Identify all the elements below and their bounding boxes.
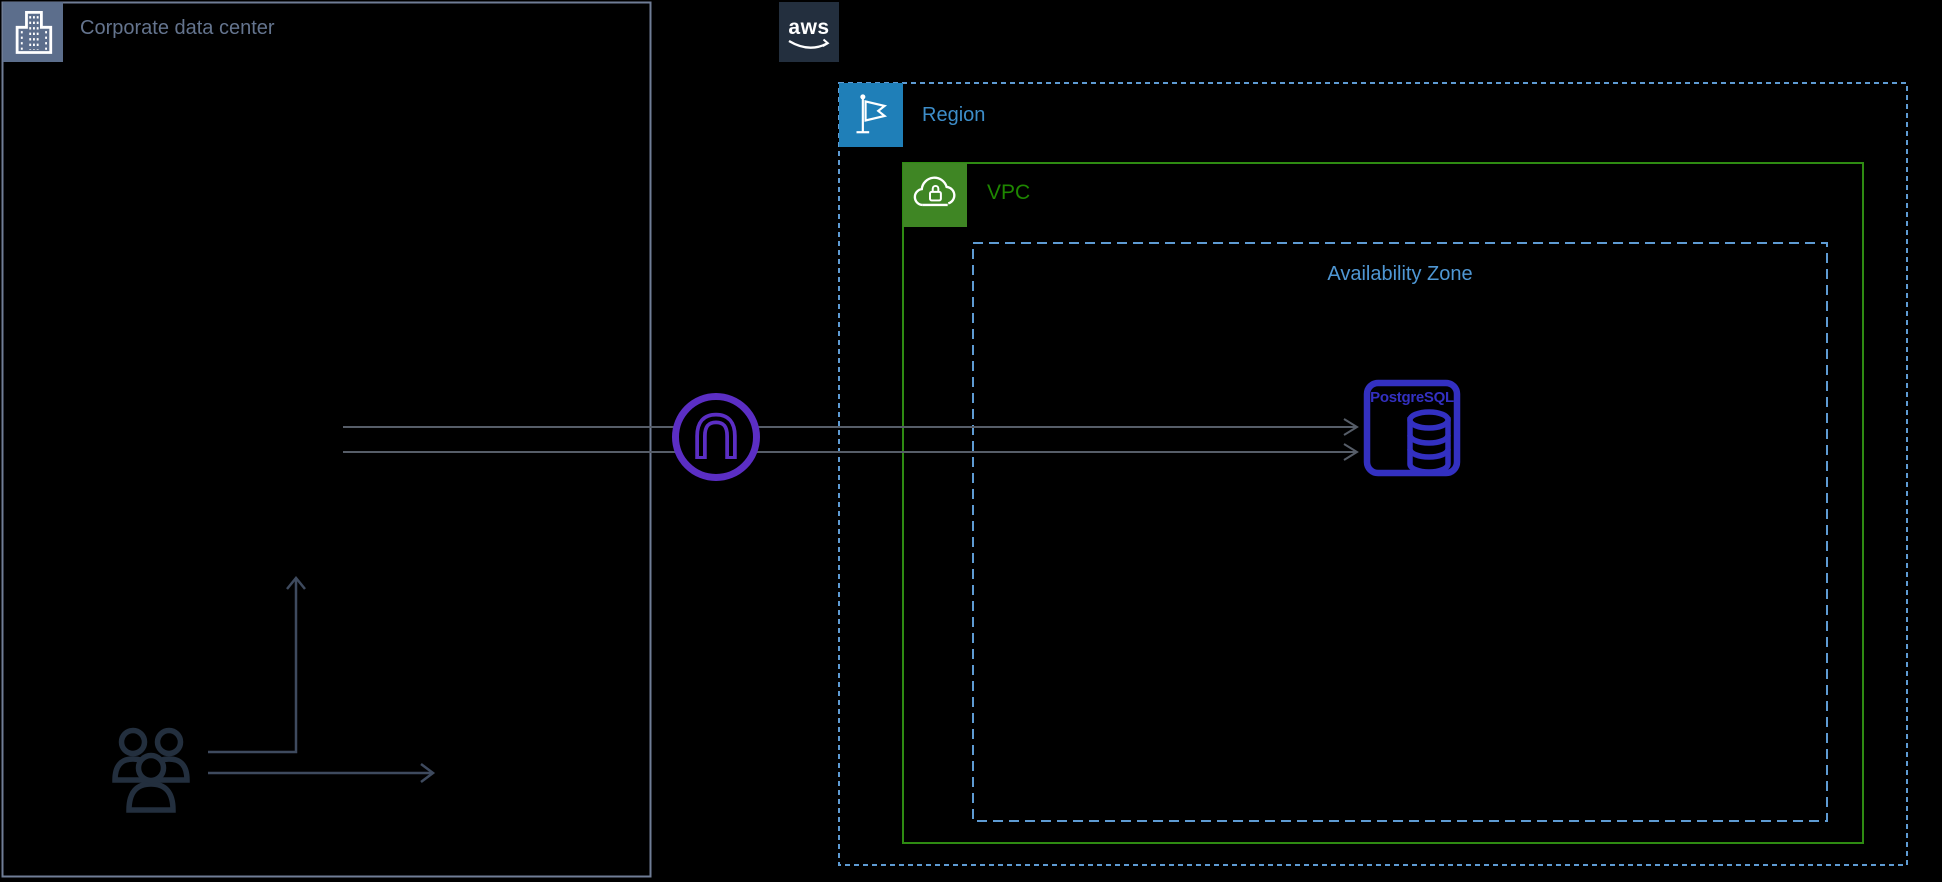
- users-up-arrow: [208, 576, 306, 754]
- gateway-arch-icon: [672, 393, 760, 481]
- building-icon: [15, 11, 53, 54]
- users-right-arrow: [208, 763, 436, 783]
- aws-logo-text: aws: [788, 15, 830, 39]
- corporate-data-center-box: [1, 1, 652, 878]
- corporate-to-database-arrows: [343, 418, 1359, 461]
- users-group-icon: [112, 727, 190, 813]
- corporate-data-center-building-icon: [3, 2, 63, 62]
- availability-zone-label: Availability Zone: [1327, 263, 1473, 285]
- region-label: Region: [922, 104, 986, 126]
- database-icon: [1363, 379, 1461, 477]
- cloud-lock-icon: [913, 176, 956, 207]
- flag-icon: [856, 94, 888, 134]
- vpc-box: [902, 162, 1864, 844]
- availability-zone-box: [972, 242, 1828, 822]
- postgresql-database-icon: PostgreSQL: [1362, 378, 1462, 478]
- region-box: [838, 82, 1908, 866]
- vpc-cloud-lock-icon: [903, 163, 967, 227]
- users-icon: [103, 718, 207, 822]
- vpc-label: VPC: [987, 181, 1031, 204]
- corporate-data-center-title: Corporate data center: [80, 17, 275, 39]
- aws-cloud-logo: aws: [779, 2, 839, 62]
- postgresql-label: PostgreSQL: [1370, 389, 1454, 406]
- aws-smile-icon: [788, 38, 830, 49]
- region-flag-icon: [839, 83, 903, 147]
- virtual-private-gateway-icon: [670, 391, 762, 483]
